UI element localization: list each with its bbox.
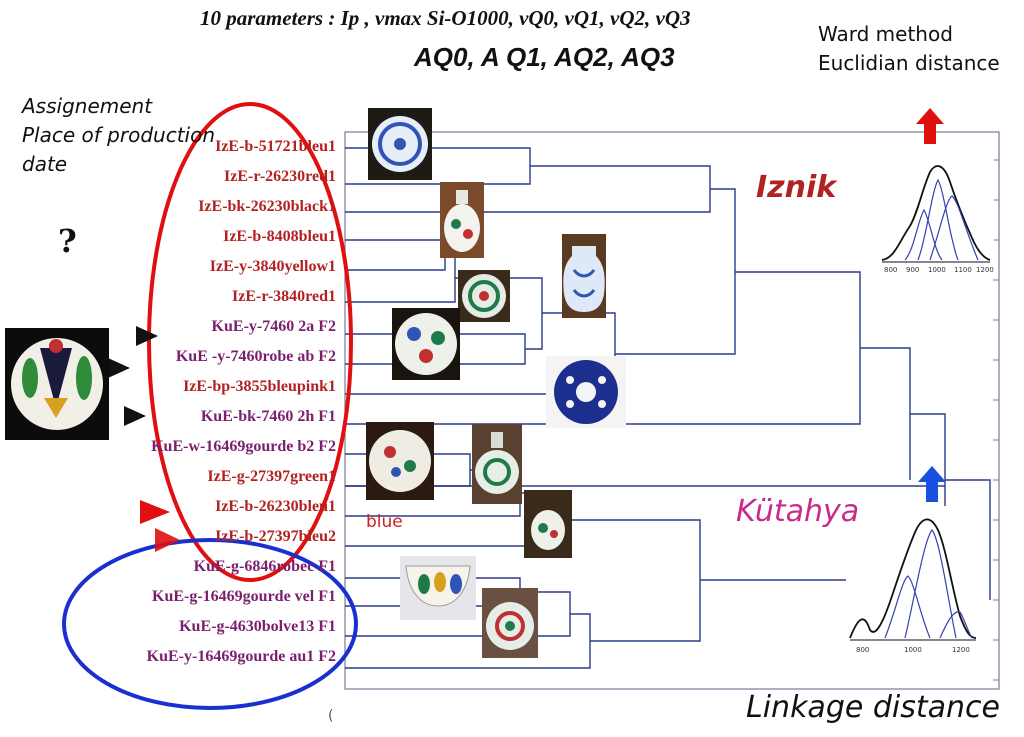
parameter-title: 10 parameters : Ip , vmax Si-O1000, vQ0,… bbox=[200, 6, 691, 30]
iznik-tick-0: 800 bbox=[884, 266, 897, 274]
sample-label: IzE-r-26230red1 bbox=[224, 168, 336, 185]
axis-ticks bbox=[993, 159, 999, 681]
photo-vase-1 bbox=[562, 234, 606, 318]
question-mark: ? bbox=[58, 222, 77, 260]
method-line-1: Ward method bbox=[818, 22, 953, 46]
photo-plate-2 bbox=[458, 270, 510, 322]
kutahya-spectrum bbox=[846, 506, 978, 646]
area-parameter-title: AQ0, A Q1, AQ2, AQ3 bbox=[414, 42, 675, 72]
method-note: Ward method Euclidian distance bbox=[818, 20, 1000, 78]
kutahya-tick-0: 800 bbox=[856, 646, 869, 654]
photo-unknown-plate bbox=[5, 328, 109, 440]
assignment-note: Assignement Place of production date bbox=[22, 92, 215, 179]
photo-plate-4 bbox=[546, 356, 626, 428]
blue-up-arrow bbox=[918, 466, 946, 502]
axis-label: Linkage distance bbox=[746, 690, 1000, 725]
kutahya-tick-2: 1200 bbox=[952, 646, 970, 654]
photo-plate-5 bbox=[366, 422, 434, 500]
sample-label: IzE-b-27397bleu2 bbox=[215, 528, 336, 545]
photo-gourd-2 bbox=[482, 588, 538, 658]
red-up-arrow bbox=[916, 108, 944, 144]
sample-label: KuE-g-16469gourde vel F1 bbox=[152, 588, 336, 605]
black-arrows bbox=[108, 326, 158, 426]
photo-jug-2 bbox=[524, 490, 572, 558]
method-line-2: Euclidian distance bbox=[818, 51, 1000, 75]
blue-ellipse bbox=[62, 538, 358, 710]
sample-label: IzE-r-3840red1 bbox=[232, 288, 336, 305]
photo-bowl-1 bbox=[400, 556, 476, 620]
photo-jug-1 bbox=[440, 182, 484, 258]
annotation-blue: blue bbox=[366, 512, 403, 532]
photo-plate-3 bbox=[392, 308, 460, 380]
red-ellipse bbox=[147, 102, 353, 582]
iznik-tick-4: 1200 bbox=[976, 266, 994, 274]
sample-label: KuE-g-6846robec F1 bbox=[193, 558, 336, 575]
iznik-tick-2: 1000 bbox=[928, 266, 946, 274]
sample-label: IzE-g-27397green1 bbox=[207, 468, 336, 485]
sample-label: KuE-w-16469gourde b2 F2 bbox=[151, 438, 336, 455]
assignment-line-3: date bbox=[22, 152, 68, 176]
group-label-iznik: Iznik bbox=[756, 170, 837, 205]
sample-label: KuE-g-4630bolve13 F1 bbox=[179, 618, 336, 635]
axis-tick: ( bbox=[328, 708, 334, 724]
sample-label: KuE-y-16469gourde au1 F2 bbox=[146, 648, 336, 665]
sample-label: IzE-b-51721bleu1 bbox=[215, 138, 336, 155]
red-arrows bbox=[140, 500, 180, 552]
sample-label: IzE-bp-3855bleupink1 bbox=[183, 378, 336, 395]
group-label-kutahya: Kütahya bbox=[736, 494, 860, 529]
sample-label: IzE-y-3840yellow1 bbox=[209, 258, 336, 275]
sample-label: KuE-y-7460 2a F2 bbox=[211, 318, 336, 335]
photo-plate-1 bbox=[368, 108, 432, 180]
sample-label: KuE -y-7460robe ab F2 bbox=[175, 348, 336, 365]
sample-label: IzE-b-26230bleu1 bbox=[215, 498, 336, 515]
sample-label: IzE-bk-26230black1 bbox=[198, 198, 336, 215]
spectrum-tick-labels: 800 900 1000 1100 1200 800 1000 1200 bbox=[856, 266, 994, 654]
pottery-photos bbox=[5, 108, 626, 658]
kutahya-tick-1: 1000 bbox=[904, 646, 922, 654]
iznik-tick-1: 900 bbox=[906, 266, 919, 274]
iznik-tick-3: 1100 bbox=[954, 266, 972, 274]
photo-gourd-1 bbox=[472, 424, 522, 504]
assignment-line-1: Assignement bbox=[22, 94, 153, 118]
iznik-spectrum bbox=[876, 152, 994, 270]
sample-label: IzE-b-8408bleu1 bbox=[223, 228, 336, 245]
assignment-line-2: Place of production bbox=[22, 123, 215, 147]
sample-label: KuE-bk-7460 2h F1 bbox=[200, 408, 336, 425]
